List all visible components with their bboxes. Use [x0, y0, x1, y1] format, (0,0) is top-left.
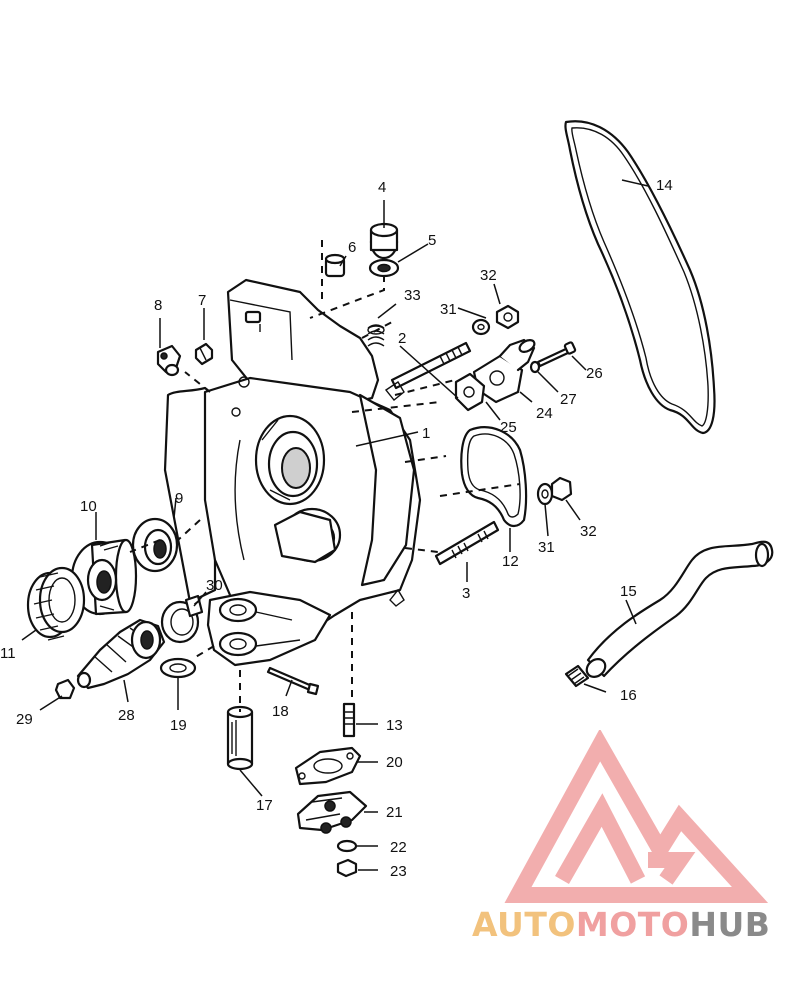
callout-14: 14 — [656, 177, 673, 194]
watermark-brand: AUTOMOTOHUB — [472, 905, 770, 944]
part-17-pin — [226, 705, 254, 771]
callout-15: 15 — [620, 583, 637, 600]
part-28-boot — [76, 618, 166, 690]
callout-21: 21 — [386, 804, 403, 821]
part-18-screw — [266, 666, 320, 696]
part-8-elbow — [156, 344, 182, 377]
part-29-nut — [54, 678, 76, 700]
part-6-plug — [324, 253, 346, 278]
part-12-gasket — [460, 426, 528, 528]
callout-labels: 1 2 3 4 5 6 7 8 9 10 11 12 13 14 15 16 1… — [0, 177, 673, 880]
callout-31: 31 — [440, 301, 457, 318]
part-20-gasket — [294, 746, 362, 786]
callout-20: 20 — [386, 754, 403, 771]
leader-lines — [21, 179, 649, 871]
callout-16: 16 — [620, 687, 637, 704]
part-5-seal — [368, 258, 400, 278]
callout-25: 25 — [500, 419, 517, 436]
callout-32: 32 — [480, 267, 497, 284]
callout-10: 10 — [80, 498, 97, 515]
part-30-clamp — [160, 594, 204, 644]
part-3-stud — [434, 520, 500, 566]
callout-9: 9 — [175, 490, 183, 507]
part-11-bearing-race — [26, 566, 86, 641]
callout-11: 11 — [0, 645, 16, 662]
part-13-stud — [342, 702, 356, 738]
callout-31b: 31 — [538, 539, 555, 556]
part-15-hose — [585, 540, 774, 678]
part-19-washer — [159, 657, 197, 679]
part-27-washer — [529, 360, 541, 374]
callout-28: 28 — [118, 707, 135, 724]
callout-3: 3 — [462, 585, 470, 602]
part-10-sleeve — [70, 538, 138, 616]
callout-27: 27 — [560, 391, 577, 408]
callout-5: 5 — [428, 232, 436, 249]
part-9-seal — [131, 517, 179, 573]
part-4-cap — [369, 222, 399, 260]
callout-2: 2 — [398, 330, 406, 347]
part-7-fitting — [194, 342, 214, 366]
callout-29: 29 — [16, 711, 33, 728]
part-31-washer-lower — [536, 482, 554, 506]
part-23-nut — [336, 858, 358, 878]
callout-17: 17 — [256, 797, 273, 814]
watermark-auto: AUTO — [472, 905, 576, 944]
callout-22: 22 — [390, 839, 407, 856]
part-21-bracket — [296, 790, 368, 834]
callout-6: 6 — [348, 239, 356, 256]
callout-8: 8 — [154, 297, 162, 314]
part-32-nut-upper — [495, 304, 520, 330]
part-33-spring — [367, 324, 385, 347]
part-16-fitting — [564, 664, 590, 688]
part-32-nut-lower — [550, 476, 573, 502]
callout-12: 12 — [502, 553, 519, 570]
part-14-gasket — [564, 120, 716, 435]
callout-32b: 32 — [580, 523, 597, 540]
callout-30: 30 — [206, 577, 223, 594]
callout-24: 24 — [536, 405, 553, 422]
part-31-washer-upper — [471, 318, 491, 336]
callout-23: 23 — [390, 863, 407, 880]
part-26-screw — [536, 341, 577, 368]
watermark-moto: MOTO — [575, 905, 690, 944]
watermark-hub: HUB — [689, 905, 771, 944]
callout-26: 26 — [586, 365, 603, 382]
alignment-lines — [129, 240, 521, 712]
callout-19: 19 — [170, 717, 187, 734]
callout-4: 4 — [378, 179, 386, 196]
callout-18: 18 — [272, 703, 289, 720]
callout-13: 13 — [386, 717, 403, 734]
part-25-gasket — [454, 372, 486, 412]
callout-7: 7 — [198, 292, 206, 309]
callout-33: 33 — [404, 287, 421, 304]
callout-1: 1 — [422, 425, 430, 442]
part-22-washer — [336, 839, 358, 853]
part-2-stud — [390, 341, 472, 390]
